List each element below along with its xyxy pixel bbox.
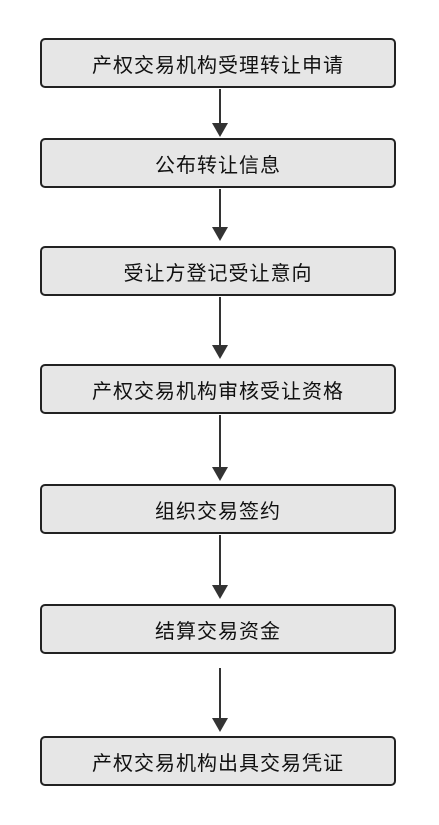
arrow-shaft bbox=[219, 189, 221, 229]
step-issue-transaction-certificate: 产权交易机构出具交易凭证 bbox=[40, 736, 396, 786]
step-publish-transfer-info: 公布转让信息 bbox=[40, 138, 396, 188]
step-accept-transfer-application: 产权交易机构受理转让申请 bbox=[40, 38, 396, 88]
arrow-shaft bbox=[219, 535, 221, 587]
step-register-transferee-intent: 受让方登记受让意向 bbox=[40, 246, 396, 296]
arrow-shaft bbox=[219, 89, 221, 125]
step-label: 产权交易机构出具交易凭证 bbox=[92, 750, 344, 775]
arrow-down bbox=[212, 89, 228, 137]
step-review-transferee-qualification: 产权交易机构审核受让资格 bbox=[40, 364, 396, 414]
step-settle-funds: 结算交易资金 bbox=[40, 604, 396, 654]
step-label: 公布转让信息 bbox=[155, 152, 281, 177]
arrowhead-icon bbox=[212, 123, 228, 137]
arrow-shaft bbox=[219, 668, 221, 720]
step-label: 组织交易签约 bbox=[155, 498, 281, 523]
arrow-shaft bbox=[219, 415, 221, 469]
arrowhead-icon bbox=[212, 227, 228, 241]
step-label: 受让方登记受让意向 bbox=[123, 260, 313, 285]
step-label: 产权交易机构受理转让申请 bbox=[92, 52, 344, 77]
arrow-down bbox=[212, 535, 228, 599]
step-label: 产权交易机构审核受让资格 bbox=[92, 378, 344, 403]
arrow-down bbox=[212, 668, 228, 732]
step-label: 结算交易资金 bbox=[155, 618, 281, 643]
arrowhead-icon bbox=[212, 345, 228, 359]
arrowhead-icon bbox=[212, 467, 228, 481]
arrowhead-icon bbox=[212, 585, 228, 599]
arrow-shaft bbox=[219, 297, 221, 347]
step-organize-signing: 组织交易签约 bbox=[40, 484, 396, 534]
arrow-down bbox=[212, 189, 228, 241]
arrow-down bbox=[212, 297, 228, 359]
arrow-down bbox=[212, 415, 228, 481]
arrowhead-icon bbox=[212, 718, 228, 732]
